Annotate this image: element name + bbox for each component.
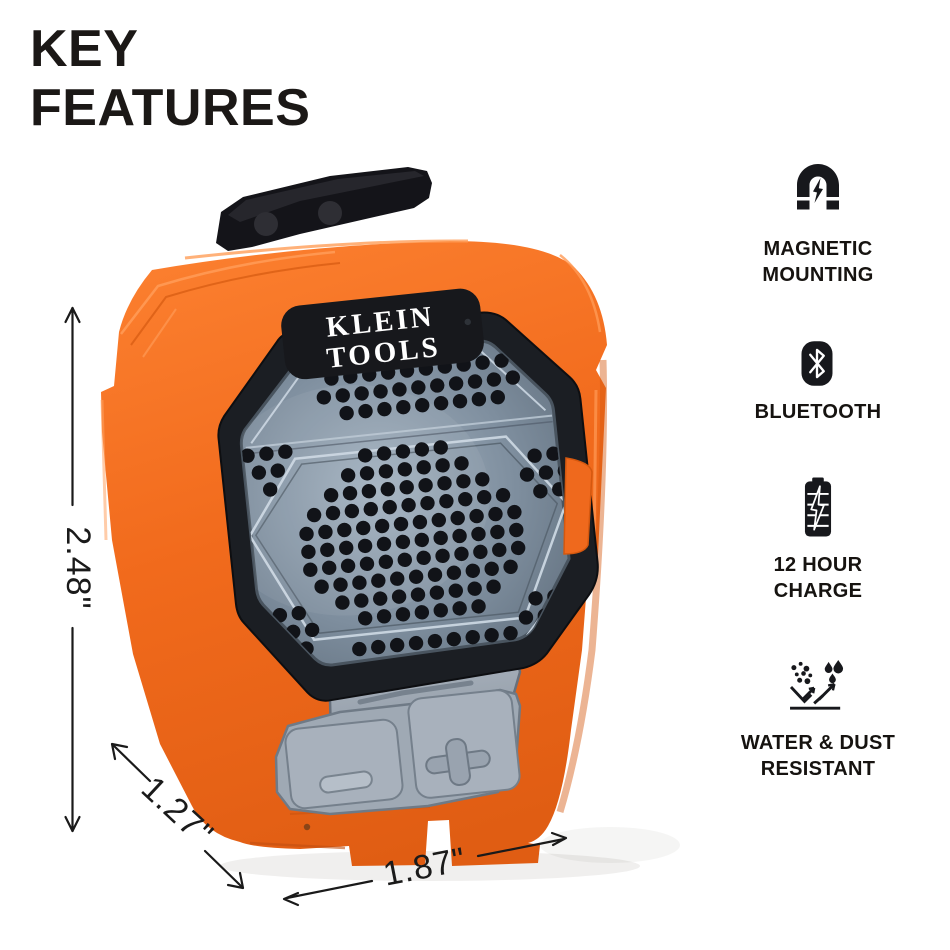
width-dimension [282, 831, 568, 907]
feature-label-line: RESISTANT [760, 758, 876, 780]
feature-magnetic-mounting: MAGNETIC MOUNTING [762, 236, 873, 288]
feature-water-dust-resistant: WATER & DUST RESISTANT [741, 730, 895, 782]
ground-shadow-right [540, 827, 680, 863]
magnet-icon [793, 162, 843, 217]
bluetooth-icon [801, 341, 833, 391]
feature-label-line: MOUNTING [762, 264, 874, 286]
mic-hole [303, 823, 311, 831]
front-panel: KLEIN TOOLS [217, 288, 599, 702]
volume-plus-glyph [425, 737, 491, 787]
feature-label-line: BLUETOOTH [754, 401, 882, 423]
page-title-line1: KEY [30, 20, 139, 78]
height-dimension [64, 306, 81, 833]
volume-panel [274, 688, 522, 816]
side-button-tab [563, 457, 593, 555]
volume-minus-button [284, 718, 404, 810]
volume-minus-glyph [319, 770, 373, 794]
height-dimension-label: 2.48" [59, 526, 97, 609]
page-title-line2: FEATURES [30, 79, 311, 137]
feature-bluetooth: BLUETOOTH [755, 399, 882, 425]
water-dust-icon [788, 659, 848, 718]
battery-charge-icon [804, 477, 833, 543]
feature-label-line: MAGNETIC [763, 238, 873, 260]
feature-label-line: WATER & DUST [740, 732, 896, 754]
belt-clip [216, 167, 432, 251]
grille-holes [240, 353, 573, 658]
badge-screw-hole [464, 318, 471, 326]
depth-dimension [110, 742, 245, 890]
feature-label-line: CHARGE [773, 580, 863, 602]
page-title: KEY FEATURES [30, 20, 310, 138]
feature-label-line: 12 HOUR [773, 554, 863, 576]
feature-12-hour-charge: 12 HOUR CHARGE [774, 552, 863, 604]
brand-badge-plate [281, 288, 484, 380]
